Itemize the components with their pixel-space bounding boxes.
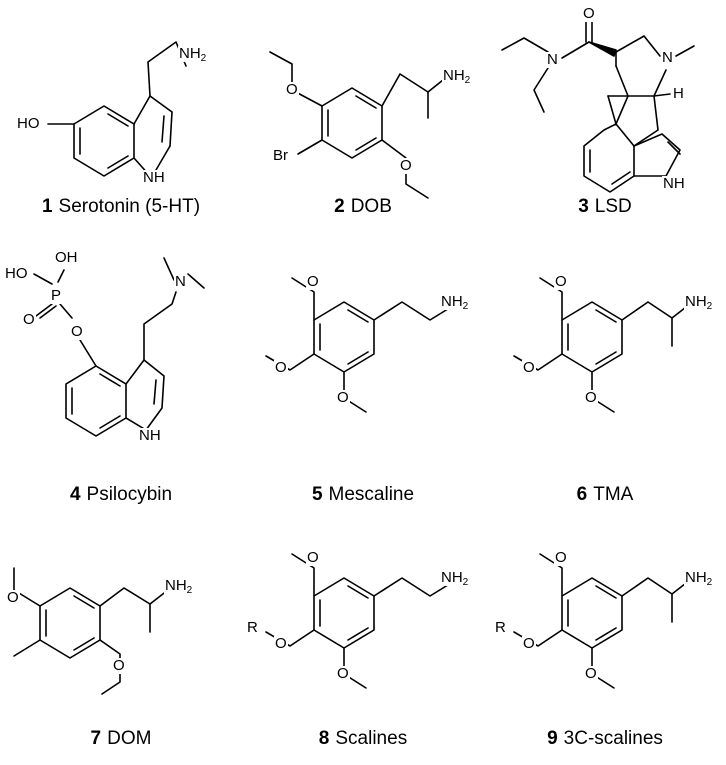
indole-nh-label: NH [138,427,162,444]
amine-label: NH2 [440,293,470,312]
oxygen-label: O [399,157,413,174]
oxygen-label: O [522,359,536,376]
oxygen-label: O [274,359,288,376]
amine-label: NH2 [164,577,194,596]
oxygen-label: O [306,273,320,290]
oxygen-label: O [582,5,596,22]
amine-label: NH2 [440,569,470,588]
tma-structure [513,277,691,413]
hydroxyl-label: HO [4,265,29,282]
hydroxyl-label: OH [54,249,79,266]
oxygen-label: O [554,273,568,290]
amine-label: NH2 [684,293,714,312]
oxygen-label: O [584,665,598,682]
amine-label: NH2 [178,45,208,64]
hydroxyl-label: HO [16,115,41,132]
oxygen-label: O [336,389,350,406]
oxygen-label: O [306,549,320,566]
amine-label: NH2 [442,67,472,86]
oxygen-label: O [584,389,598,406]
bromine-label: Br [272,147,289,164]
hydrogen-label: H [672,85,685,102]
oxygen-label: O [554,549,568,566]
oxygen-label: O [112,657,126,674]
dob-structure [269,51,449,199]
indole-nh-label: NH [142,169,166,186]
r-group-label: R [494,619,507,636]
benzene-ring [73,105,135,177]
psilocybin-structure [33,257,205,437]
phosphorus-label: P [50,287,63,304]
nitrogen-label: N [661,49,674,66]
oxygen-label: O [336,665,350,682]
amine-label: NH2 [684,569,714,588]
oxygen-label: O [6,589,20,606]
lsd-structure [501,19,695,193]
oxygen-label: O [522,635,536,652]
indole-nh-label: NH [662,175,686,192]
oxygen-label: O [274,635,288,652]
oxygen-label: O [22,311,36,328]
nitrogen-label: N [174,273,187,290]
mescaline-structure [265,277,457,413]
r-group-label: R [246,619,259,636]
nitrogen-label: N [546,51,559,68]
oxygen-label: O [285,81,299,98]
oxygen-label: O [70,323,84,340]
